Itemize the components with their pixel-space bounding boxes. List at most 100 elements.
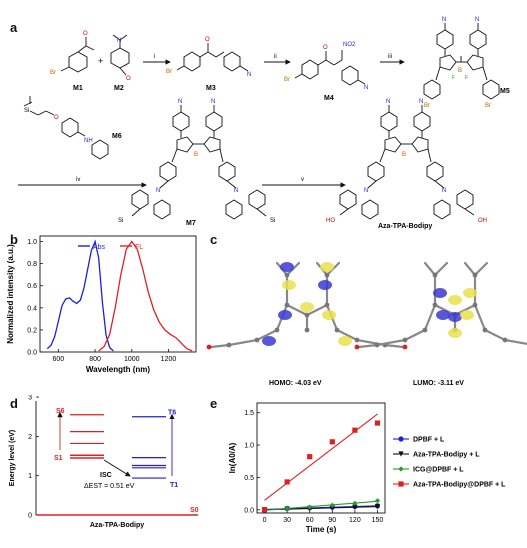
compound-product	[339, 105, 475, 220]
homo-label: HOMO: -4.03 eV	[269, 380, 322, 387]
data-point	[261, 507, 268, 513]
panel-letter-b: b	[10, 232, 18, 247]
bond	[473, 303, 487, 332]
bond	[423, 303, 437, 332]
atom-n: N	[156, 188, 160, 194]
compound-m4	[294, 50, 366, 86]
synthesis-scheme: O Br M1 + N O M2 i O Br N M3 ii	[18, 17, 510, 230]
y-tick-label: 1	[28, 473, 32, 480]
atom-n: N	[211, 99, 215, 105]
legend-label: Aza-TPA-Bodipy + L	[413, 452, 480, 459]
data-point	[284, 479, 290, 485]
atom-si: Si	[270, 218, 275, 224]
atom-n: N	[234, 188, 238, 194]
step-label-iii: iii	[388, 54, 392, 60]
orbital-lobe	[433, 288, 447, 298]
t6-label: T6	[168, 410, 176, 417]
oxygen-sphere	[402, 344, 408, 350]
orbital-lobe	[448, 328, 462, 338]
bond	[463, 261, 477, 277]
plus-sign: +	[98, 56, 103, 66]
label-m4: M4	[324, 95, 334, 102]
bond	[503, 338, 527, 346]
atom-sphere	[354, 337, 360, 343]
s6-label: S6	[56, 408, 65, 415]
x-tick-label: 90	[328, 517, 336, 524]
bond	[227, 338, 259, 347]
energy-axes: 0 1 2 3	[28, 395, 39, 520]
atom-n: N	[442, 17, 446, 23]
x-tick-label: 800	[89, 356, 101, 363]
atom-n: N	[386, 99, 390, 105]
step-label-iv: iv	[76, 177, 80, 183]
isc-label: ISC	[100, 472, 112, 479]
legend-label: Aza-TPA-Bodipy@DPBF + L	[413, 482, 506, 489]
x-tick-label: 1200	[161, 356, 177, 363]
y-tick-label: 1.5	[244, 410, 254, 417]
bond	[375, 338, 407, 347]
x-tick-label: 120	[349, 517, 361, 524]
data-point	[374, 420, 381, 426]
atom-sphere	[432, 302, 438, 308]
legend-swatch-marker	[398, 466, 404, 472]
x-tick-label: 0	[263, 517, 267, 524]
data-point	[329, 439, 335, 445]
label-m6: M6	[112, 133, 122, 140]
atom-n: N	[442, 188, 446, 194]
bond	[383, 343, 405, 349]
data-point	[374, 498, 381, 504]
atom-sphere	[502, 337, 508, 343]
x-axis-label: Wavelength (nm)	[86, 365, 150, 374]
atom-n: N	[178, 99, 182, 105]
y-tick-label: 0	[28, 513, 32, 520]
energy-xlabel: Aza-TPA-Bodipy	[90, 522, 144, 529]
y-tick-label: 1.0	[27, 239, 37, 246]
orbital-lobe	[460, 310, 474, 320]
compound-m5	[423, 23, 500, 100]
panel-letter-a: a	[10, 20, 18, 35]
compound-m7	[131, 105, 267, 220]
label-m1: M1	[73, 85, 83, 92]
atom-si: Si	[118, 218, 123, 224]
y-tick-label: 2	[28, 434, 32, 441]
orbital-lobe	[278, 310, 292, 320]
s0-label: S0	[190, 507, 199, 514]
atom-br: Br	[166, 69, 172, 75]
plot-frame	[39, 235, 197, 353]
spectra-legend: Abs FL	[78, 244, 143, 251]
series-line-fl	[98, 240, 193, 352]
bond	[433, 261, 449, 277]
fit-line-3	[264, 413, 378, 501]
atom-ho: HO	[326, 218, 335, 224]
y-tick-label: 0.0	[244, 507, 254, 514]
bond	[483, 328, 507, 342]
legend-swatch-marker	[398, 451, 404, 457]
orbital-diagrams: HOMO: -4.03 eV LUMO: -3.11 eV	[206, 261, 527, 387]
data-point	[307, 454, 313, 460]
panel-letter-e: e	[210, 396, 218, 411]
atom-sphere	[304, 327, 310, 333]
compound-m6	[23, 96, 109, 160]
atom-si: Si	[24, 108, 29, 114]
plot-frame	[256, 402, 386, 514]
series-line-abs	[46, 239, 114, 352]
bond	[255, 328, 279, 342]
x-tick-label: 60	[306, 517, 314, 524]
label-m7: M7	[186, 220, 196, 227]
data-point	[374, 503, 381, 510]
x-tick-label: 1000	[124, 356, 140, 363]
bond	[403, 328, 427, 342]
atom-br: Br	[485, 103, 491, 109]
y-tick-label: 3	[28, 395, 32, 402]
atom-o: O	[323, 45, 328, 51]
homo-orbital	[206, 261, 408, 350]
step-label-ii: ii	[274, 54, 277, 60]
atom-sphere	[432, 272, 438, 278]
atom-n: N	[364, 85, 368, 91]
orbital-lobe	[320, 262, 334, 272]
oxygen-sphere	[206, 344, 212, 350]
y-axis-label: Normalized intensity (a.u.)	[6, 244, 15, 344]
